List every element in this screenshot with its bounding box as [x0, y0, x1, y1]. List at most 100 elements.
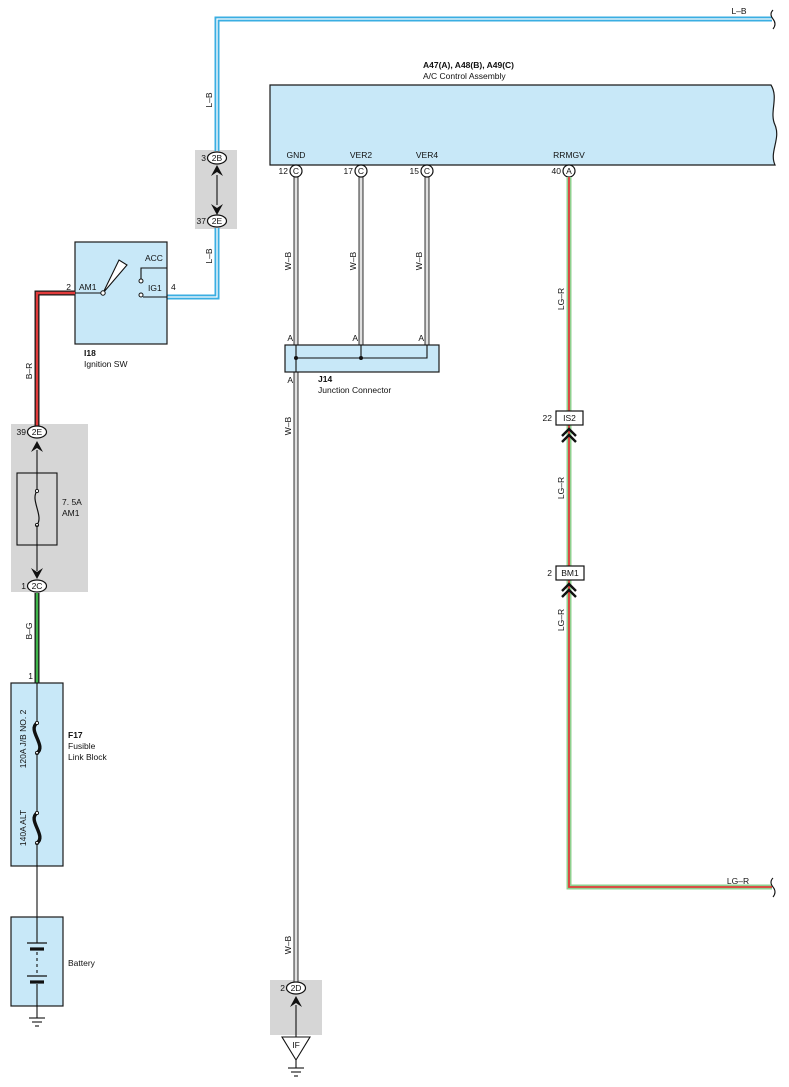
ground-icon [288, 1060, 304, 1077]
connector-is2-id: IS2 [563, 413, 576, 423]
battery: Battery [10, 916, 96, 1007]
acc-contact-icon [138, 278, 144, 284]
connector-rrmgv-pin: 40 [552, 166, 562, 176]
fusible-link-140a: 140A ALT [18, 810, 28, 846]
double-chevron-icon [561, 427, 577, 443]
connector-ver2-id: C [358, 166, 364, 176]
connector-2d [285, 981, 307, 995]
connector-bm1-id: BM1 [561, 568, 579, 578]
wire-label-wb-ver4: W–B [414, 251, 424, 270]
chevron-up-icon [31, 441, 43, 452]
terminal-ig1: IG1 [148, 283, 162, 293]
ignition-switch: ACC AM1 IG1 2 4 I18 Ignition SW [66, 241, 176, 369]
connector-2b-id: 2B [212, 153, 223, 163]
pin-label-ver4: VER4 [416, 150, 438, 160]
fusible-link-pin: 1 [28, 671, 33, 681]
fusible-link-name-2: Link Block [68, 752, 107, 762]
ground-point-label: IF [292, 1040, 300, 1050]
fusible-link-code: F17 [68, 730, 83, 740]
connector-ver4-id: C [424, 166, 430, 176]
fuse-icon [34, 490, 40, 526]
ac-control-codes: A47(A), A48(B), A49(C) [423, 60, 514, 70]
junction-pin-out: A [287, 375, 293, 385]
arrow-down-icon [31, 568, 43, 579]
wire-lb-top [214, 16, 772, 151]
connector-rrmgv-id: A [566, 166, 572, 176]
double-chevron-icon [561, 582, 577, 598]
fuse-am1-rating: 7. 5A [62, 497, 82, 507]
connector-2c [26, 579, 48, 593]
chevron-up-icon [211, 165, 223, 176]
ground-icon [29, 1006, 45, 1027]
fusible-link-block: 1 120A J/B NO. 2 140A ALT F17 Fusible Li… [10, 671, 107, 867]
ground-point-icon [281, 1036, 311, 1062]
wire-label-lb-lower: L–B [204, 248, 214, 263]
wire-label-lb-top: L–B [731, 6, 746, 16]
junction-code: J14 [318, 374, 332, 384]
connector-2e-fuse [26, 425, 48, 439]
connector-gnd-id: C [293, 166, 299, 176]
pin-ig1: 4 [171, 282, 176, 292]
junction-name: Junction Connector [318, 385, 391, 395]
terminal-am1: AM1 [79, 282, 97, 292]
connector-2e-fuse-pin: 39 [17, 427, 27, 437]
wire-label-lgr-2: LG–R [556, 477, 566, 499]
connector-2e-top-pin: 37 [197, 216, 207, 226]
wire-label-wb-lower-1: W–B [283, 416, 293, 435]
connector-ver2 [354, 164, 368, 178]
ac-control-assembly: A47(A), A48(B), A49(C) A/C Control Assem… [269, 60, 778, 166]
connector-bm1 [555, 565, 585, 581]
connector-2b-pin: 3 [201, 153, 206, 163]
connector-gnd-pin: 12 [279, 166, 289, 176]
connector-is2 [555, 410, 584, 426]
wire-label-lgr-4: LG–R [727, 876, 749, 886]
fusible-link-icon [32, 811, 42, 845]
chevron-up-icon [290, 996, 302, 1007]
ig1-contact-icon [138, 292, 144, 298]
wire-label-wb-lower-2: W–B [283, 935, 293, 954]
connector-gnd [289, 164, 303, 178]
connector-is2-pin: 22 [543, 413, 553, 423]
connector-2c-id: 2C [32, 581, 43, 591]
junction-connector: A A A A J14 Junction Connector [284, 333, 440, 395]
wire-lb-ignition [167, 228, 220, 300]
wire-label-bg: B–G [24, 622, 34, 639]
junction-pin-gnd: A [287, 333, 293, 343]
fuse-am1-name: AM1 [62, 508, 80, 518]
wire-break-icon [770, 877, 776, 898]
ac-control-box [269, 84, 778, 166]
fusible-link-icon [32, 721, 42, 755]
pin-label-rrmgv: RRMGV [553, 150, 585, 160]
connector-ver2-pin: 17 [344, 166, 354, 176]
ignition-switch-name: Ignition SW [84, 359, 127, 369]
connector-ver4-pin: 15 [410, 166, 420, 176]
ignition-switch-code: I18 [84, 348, 96, 358]
junction-dot-icon [294, 356, 298, 360]
connector-2e-fuse-id: 2E [32, 427, 43, 437]
connector-box-fuse-am1 [11, 424, 88, 592]
pin-label-gnd: GND [287, 150, 306, 160]
switch-lever-icon [102, 259, 128, 294]
pin-am1: 2 [66, 282, 71, 292]
connector-2e-top-id: 2E [212, 216, 223, 226]
junction-dot-icon [359, 356, 363, 360]
connector-2e-top [206, 214, 228, 228]
wire-lgr-3 [566, 580, 772, 890]
connector-bm1-pin: 2 [547, 568, 552, 578]
connector-2c-pin: 1 [21, 581, 26, 591]
terminal-acc: ACC [145, 253, 163, 263]
arrow-down-icon [211, 204, 223, 215]
connector-2d-id: 2D [291, 983, 302, 993]
connector-2d-pin: 2 [280, 983, 285, 993]
connector-2b [206, 151, 228, 165]
fusible-link-name-1: Fusible [68, 741, 96, 751]
switch-pivot-icon [100, 290, 106, 296]
wire-break-icon [770, 9, 776, 30]
fusible-link-120a: 120A J/B NO. 2 [18, 709, 28, 768]
connector-ver4 [420, 164, 434, 178]
junction-pin-ver4: A [418, 333, 424, 343]
wire-label-lb-vertical: L–B [204, 92, 214, 107]
battery-label: Battery [68, 958, 96, 968]
wire-label-wb-gnd: W–B [283, 251, 293, 270]
